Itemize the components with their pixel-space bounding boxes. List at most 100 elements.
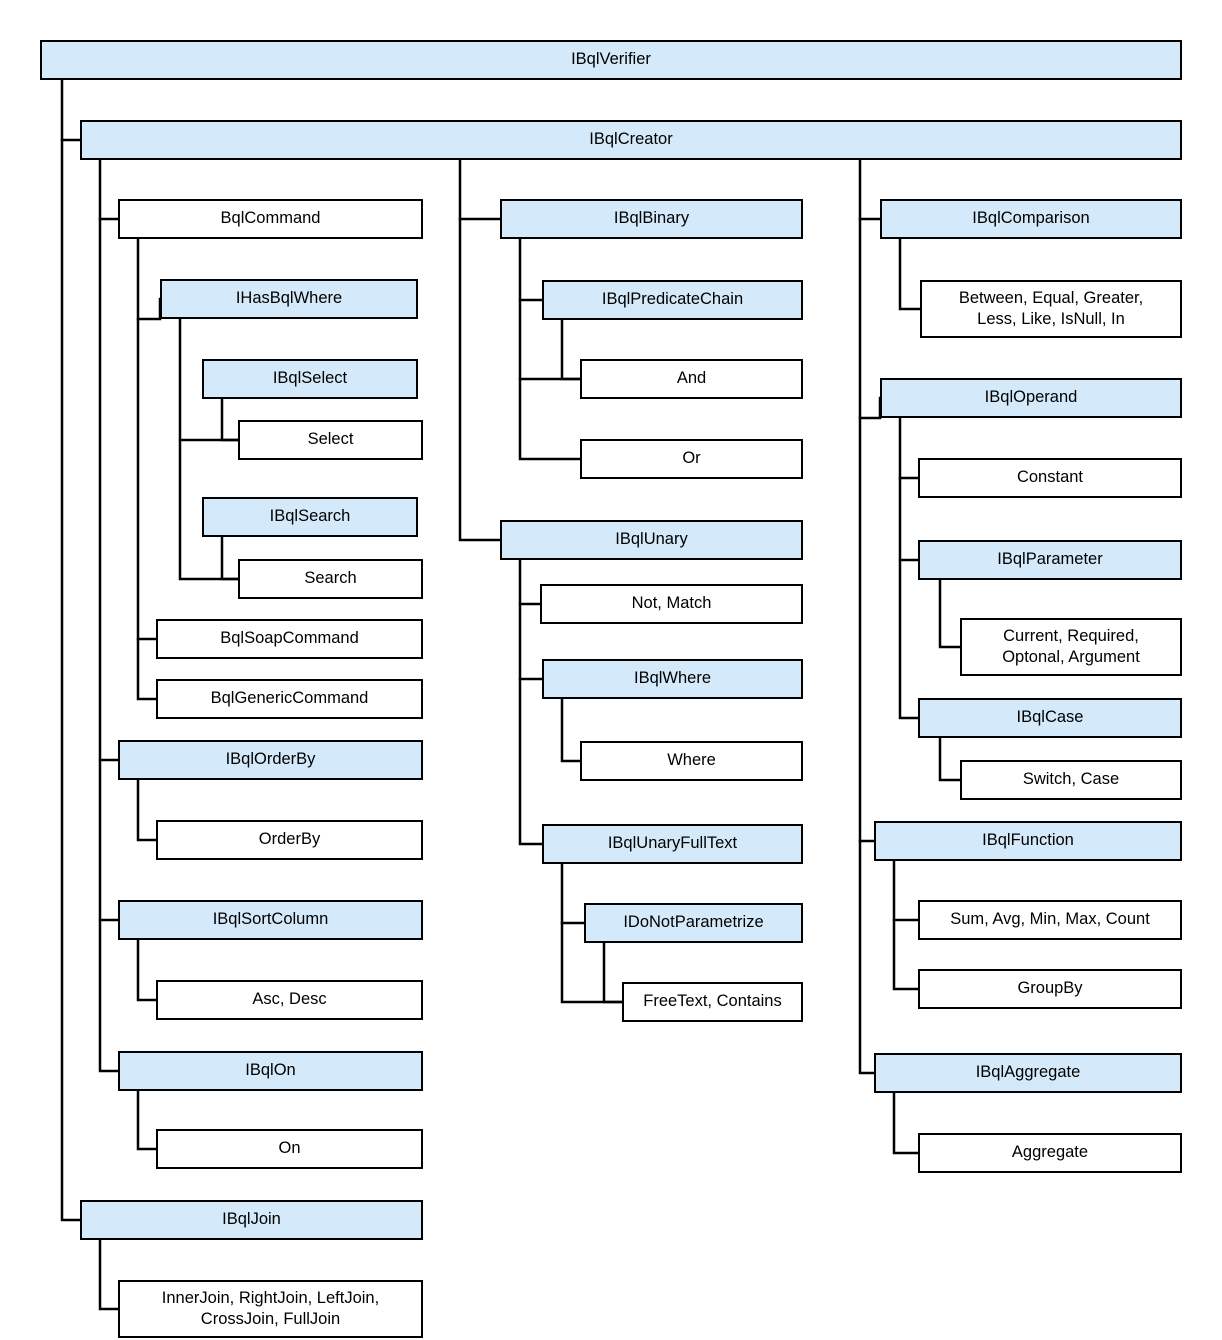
node-label: Aggregate xyxy=(1011,1143,1089,1162)
node-and[interactable]: And xyxy=(580,359,803,399)
node-label: IBqlSearch xyxy=(269,507,351,526)
node-comparisonops[interactable]: Between, Equal, Greater, Less, Like, IsN… xyxy=(920,280,1182,338)
node-bqlsoapcommand[interactable]: BqlSoapCommand xyxy=(156,619,423,659)
connector-creator-trunk-right xyxy=(858,158,876,1075)
node-ihasbqlwhere[interactable]: IHasBqlWhere xyxy=(160,279,418,319)
node-search[interactable]: Search xyxy=(238,559,423,599)
node-label: Not, Match xyxy=(631,594,712,613)
node-where[interactable]: Where xyxy=(580,741,803,781)
node-ibqlsearch[interactable]: IBqlSearch xyxy=(202,497,418,537)
node-label: OrderBy xyxy=(258,830,321,849)
node-ibqlselect[interactable]: IBqlSelect xyxy=(202,359,418,399)
node-label: IBqlOperand xyxy=(984,388,1078,407)
node-bqlgenericcommand[interactable]: BqlGenericCommand xyxy=(156,679,423,719)
node-idonotparametrize[interactable]: IDoNotParametrize xyxy=(584,903,803,943)
connector-ibqlselect-to-select xyxy=(220,397,240,442)
node-label: Constant xyxy=(1016,468,1084,487)
node-orderby[interactable]: OrderBy xyxy=(156,820,423,860)
node-ibqljoin[interactable]: IBqlJoin xyxy=(80,1200,423,1240)
node-label: IDoNotParametrize xyxy=(623,913,764,932)
node-ibqlorderby[interactable]: IBqlOrderBy xyxy=(118,740,423,780)
node-or[interactable]: Or xyxy=(580,439,803,479)
node-ibqlunary[interactable]: IBqlUnary xyxy=(500,520,803,560)
node-ibqlcomparison[interactable]: IBqlComparison xyxy=(880,199,1182,239)
node-ibqlbinary[interactable]: IBqlBinary xyxy=(500,199,803,239)
node-label: Select xyxy=(307,430,354,449)
node-label: IBqlComparison xyxy=(972,209,1090,228)
node-label: Search xyxy=(304,569,357,588)
node-functions[interactable]: Sum, Avg, Min, Max, Count xyxy=(918,900,1182,940)
connector-function-trunk xyxy=(892,859,920,991)
connector-case-drop xyxy=(938,736,962,782)
node-label: IBqlCase xyxy=(1016,708,1084,727)
node-label: Asc, Desc xyxy=(252,990,327,1009)
connector-operand-trunk xyxy=(898,416,920,720)
connector-unary-trunk xyxy=(518,558,544,846)
node-switchcase[interactable]: Switch, Case xyxy=(960,760,1182,800)
node-ibqlcase[interactable]: IBqlCase xyxy=(918,698,1182,738)
node-groupby[interactable]: GroupBy xyxy=(918,969,1182,1009)
connector-chain-to-and xyxy=(560,318,582,381)
node-aggregate[interactable]: Aggregate xyxy=(918,1133,1182,1173)
connector-aggregate-drop xyxy=(892,1091,920,1155)
node-ibqlwhere[interactable]: IBqlWhere xyxy=(542,659,803,699)
node-select[interactable]: Select xyxy=(238,420,423,460)
node-label: GroupBy xyxy=(1017,979,1083,998)
connector-idonot-drop xyxy=(602,941,624,1004)
node-label: Current, Required, Optonal, Argument xyxy=(1002,626,1140,666)
connector-comparison-drop xyxy=(898,237,922,311)
node-label: IBqlBinary xyxy=(613,209,690,228)
node-ibqlaggregate[interactable]: IBqlAggregate xyxy=(874,1053,1182,1093)
node-notmatch[interactable]: Not, Match xyxy=(540,584,803,624)
node-label: Where xyxy=(667,751,716,770)
node-label: On xyxy=(278,1139,301,1158)
node-label: IBqlParameter xyxy=(997,550,1103,569)
node-label: BqlSoapCommand xyxy=(220,629,359,648)
node-label: IBqlSortColumn xyxy=(212,910,329,929)
node-label: IHasBqlWhere xyxy=(235,289,343,308)
node-ibqlsortcolumn[interactable]: IBqlSortColumn xyxy=(118,900,423,940)
node-ibqlcreator[interactable]: IBqlCreator xyxy=(80,120,1182,160)
node-label: Or xyxy=(682,449,701,468)
node-parameterkinds[interactable]: Current, Required, Optonal, Argument xyxy=(960,618,1182,676)
node-label: IBqlPredicateChain xyxy=(601,290,744,309)
connector-creator-trunk-left xyxy=(98,158,120,1073)
node-bqlcommand[interactable]: BqlCommand xyxy=(118,199,423,239)
node-label: FreeText, Contains xyxy=(643,992,782,1011)
node-ibqloperand[interactable]: IBqlOperand xyxy=(880,378,1182,418)
node-ibqlfunction[interactable]: IBqlFunction xyxy=(874,821,1182,861)
node-label: IBqlCreator xyxy=(589,130,673,149)
connector-ibqljoin-drop xyxy=(98,1238,120,1311)
node-ibqlverifier[interactable]: IBqlVerifier xyxy=(40,40,1182,80)
node-label: IBqlAggregate xyxy=(975,1063,1081,1082)
node-ibqlparameter[interactable]: IBqlParameter xyxy=(918,540,1182,580)
connector-creator-to-operand xyxy=(858,396,882,420)
node-label: And xyxy=(676,369,707,388)
node-ibqlpredicatechain[interactable]: IBqlPredicateChain xyxy=(542,280,803,320)
node-freetextcontains[interactable]: FreeText, Contains xyxy=(622,982,803,1022)
node-label: BqlCommand xyxy=(220,209,321,228)
connector-creator-trunk-mid xyxy=(458,158,502,542)
node-ascdesc[interactable]: Asc, Desc xyxy=(156,980,423,1020)
node-label: IBqlJoin xyxy=(222,1210,281,1229)
node-label: IBqlOrderBy xyxy=(225,750,316,769)
node-constant[interactable]: Constant xyxy=(918,458,1182,498)
node-label: IBqlFunction xyxy=(982,831,1074,850)
node-label: InnerJoin, RightJoin, LeftJoin, CrossJoi… xyxy=(161,1288,380,1328)
node-joins[interactable]: InnerJoin, RightJoin, LeftJoin, CrossJoi… xyxy=(118,1280,423,1338)
connector-bqlcommand-trunk xyxy=(136,237,158,701)
node-ibqlunaryfulltext[interactable]: IBqlUnaryFullText xyxy=(542,824,803,864)
node-label: Switch, Case xyxy=(1022,770,1120,789)
connector-haswhere-trunk xyxy=(178,317,240,581)
node-label: Between, Equal, Greater, Less, Like, IsN… xyxy=(958,288,1144,328)
node-ibqlon[interactable]: IBqlOn xyxy=(118,1051,423,1091)
connector-parameter-drop xyxy=(938,578,962,649)
node-on[interactable]: On xyxy=(156,1129,423,1169)
connector-ibqlon-drop xyxy=(136,1089,158,1151)
node-label: IBqlUnaryFullText xyxy=(607,834,738,853)
connector-bqlcommand-to-haswhere xyxy=(136,297,162,321)
node-label: BqlGenericCommand xyxy=(210,689,369,708)
connector-orderby-drop xyxy=(136,778,158,842)
node-label: IBqlUnary xyxy=(615,530,688,549)
